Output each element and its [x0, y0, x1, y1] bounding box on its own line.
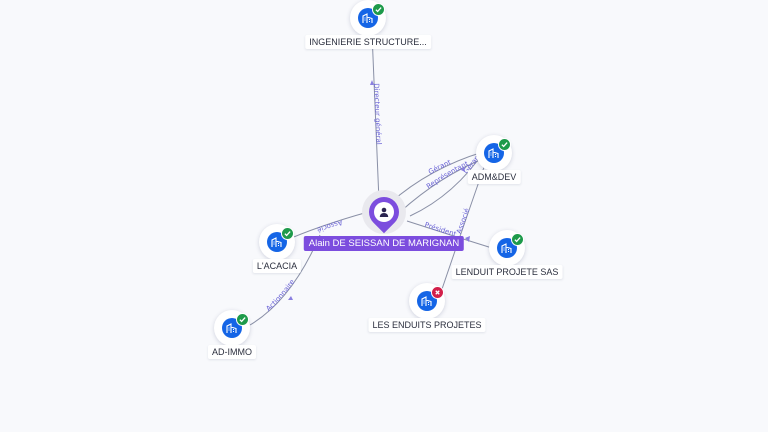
status-closed-x-icon: [431, 286, 444, 299]
edge-arrow: [288, 296, 293, 300]
edge-label-associe: Associé: [316, 218, 344, 234]
status-active-check-icon: [498, 138, 511, 151]
edge-arrow: [461, 166, 465, 172]
edge-arrow: [370, 80, 374, 85]
company-label: INGENIERIE STRUCTURE...: [305, 35, 431, 49]
person-icon: [374, 202, 394, 222]
company-label: ADM&DEV: [467, 170, 521, 184]
company-label: AD-IMMO: [208, 345, 256, 359]
status-active-check-icon: [372, 3, 385, 16]
status-active-check-icon: [511, 233, 524, 246]
edge-label-directeur-general: Directeur général: [372, 83, 383, 145]
status-active-check-icon: [281, 227, 294, 240]
edge-label-actionnaire: Actionnaire: [265, 278, 297, 313]
company-label: LENDUIT PROJETE SAS: [451, 265, 563, 279]
person-name-label: Alain DE SEISSAN DE MARIGNAN: [303, 236, 465, 251]
company-label: LES ENDUITS PROJETES: [368, 318, 486, 332]
edge-arrow: [465, 236, 470, 242]
person-pin: [362, 190, 406, 234]
status-active-check-icon: [236, 313, 249, 326]
company-label: L'ACACIA: [252, 259, 302, 273]
edge-label-associe-2: Associé: [455, 207, 471, 235]
